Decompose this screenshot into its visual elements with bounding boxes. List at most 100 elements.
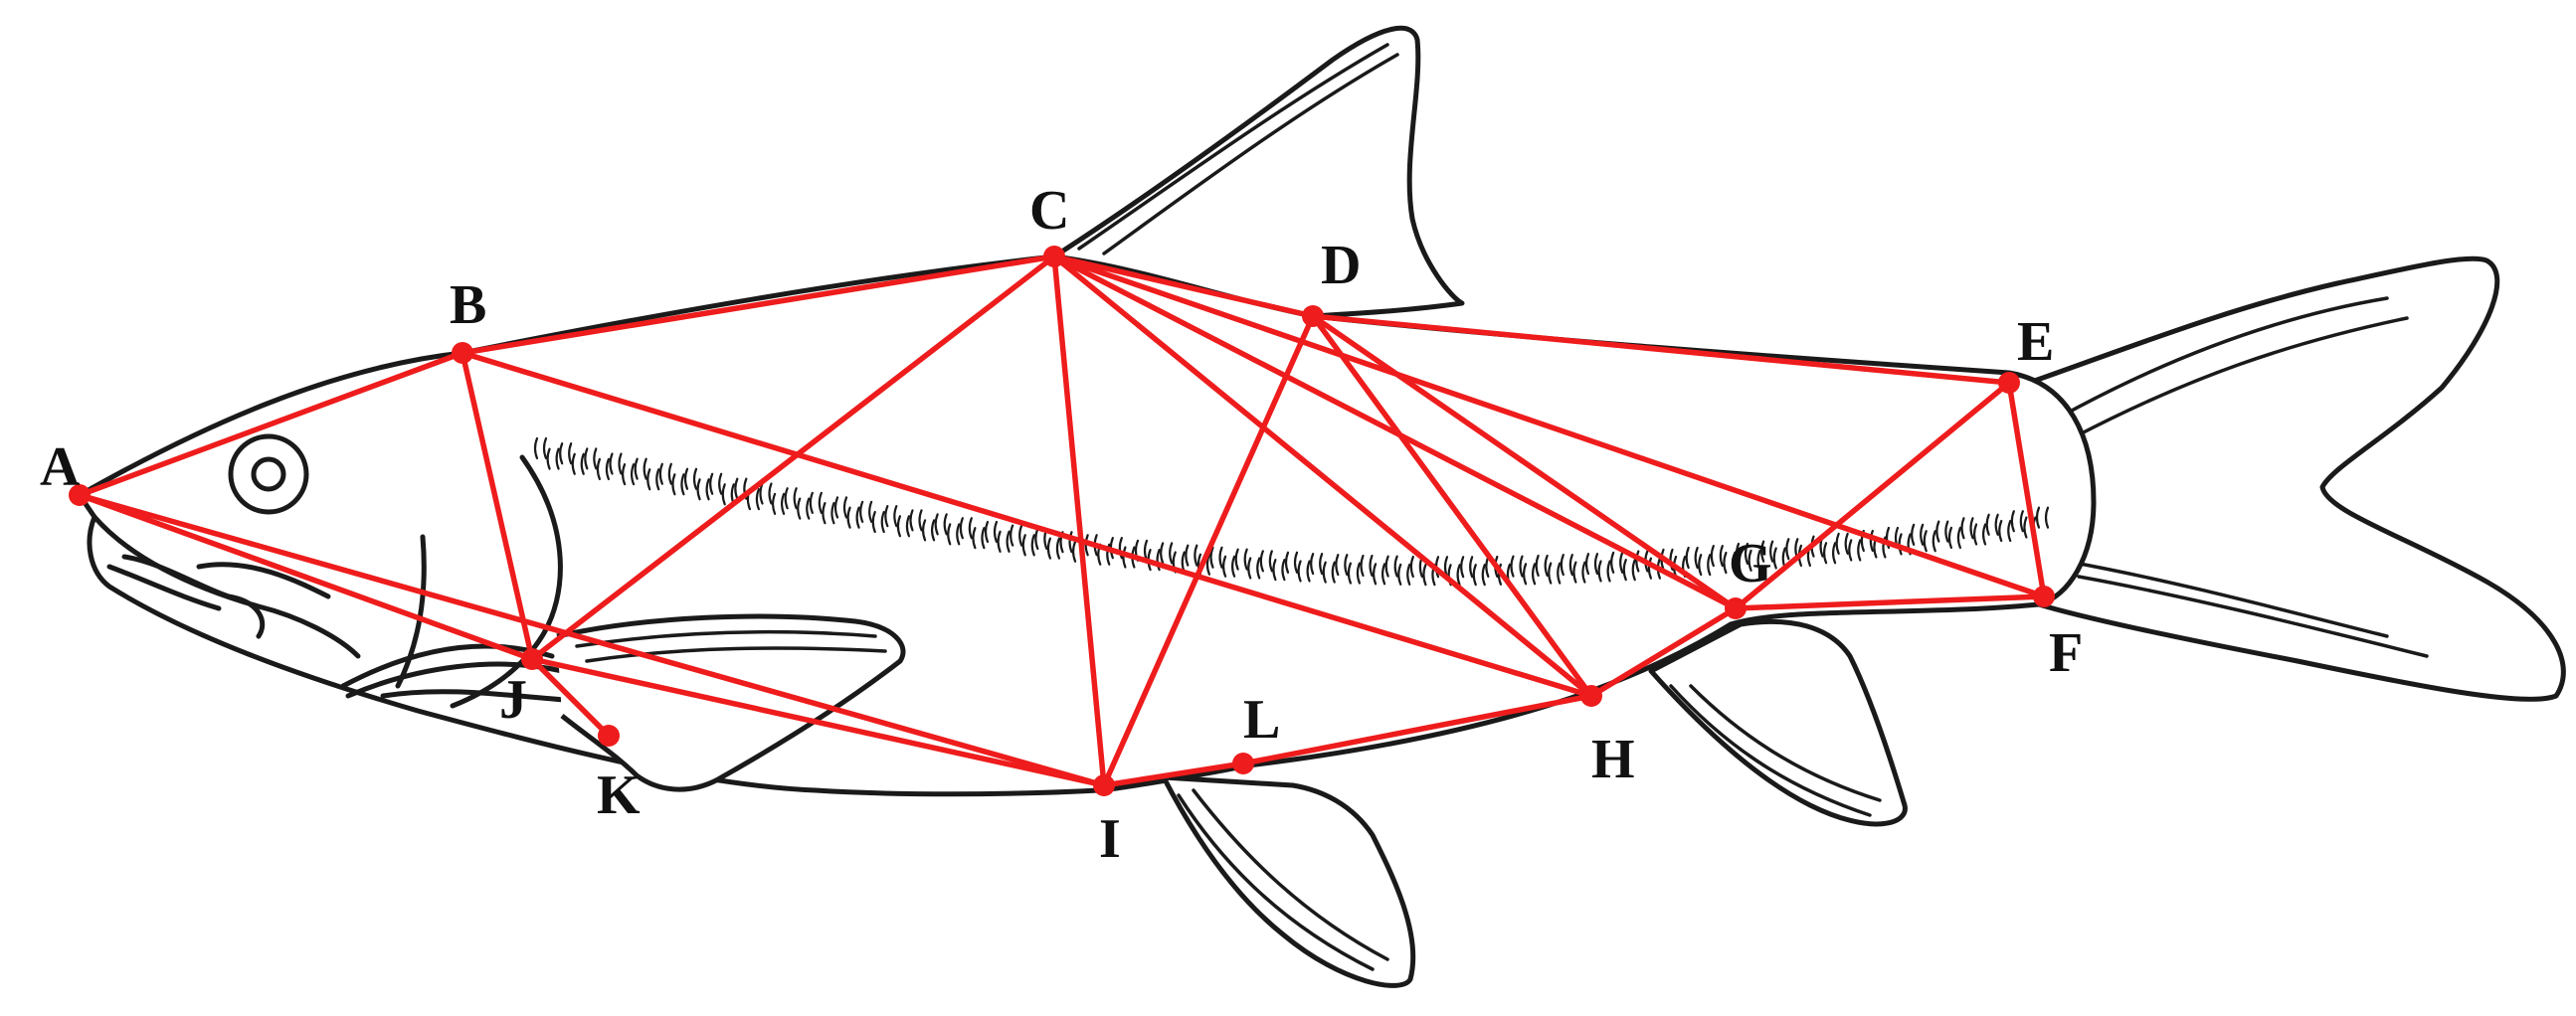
scale-mark [1221,555,1227,578]
scale-mark [1281,559,1286,582]
scale-mark [680,473,685,496]
truss-line-e-g [1733,380,2012,611]
anal-fin [1648,618,1908,827]
scale-mark [718,472,723,495]
scale-mark [956,523,961,546]
scale-mark [868,500,873,523]
scale-mark [2023,516,2028,539]
scale-mark [1010,524,1014,547]
scale-mark [1006,530,1011,553]
scale-mark [1306,560,1311,583]
scale-mark [893,505,898,528]
scale-mark [721,483,726,506]
scale-mark [571,452,576,475]
landmark-label-b: B [450,274,486,336]
scale-mark [909,509,914,532]
landmark-point-e [1998,372,2020,394]
scale-mark [1156,549,1161,572]
scale-mark [1985,513,1990,536]
scale-mark [1122,546,1127,569]
scale-mark [1018,524,1023,547]
scale-mark [1857,539,1862,562]
landmark-label-a: A [40,436,81,498]
truss-line-d-e [1310,313,2012,386]
scale-mark [1572,561,1577,584]
truss-line-f-g [1733,593,2047,611]
scale-mark [959,517,964,540]
scale-mark [1994,513,1999,536]
scale-mark [559,442,564,465]
landmark-point-b [452,342,473,364]
scale-mark [555,447,560,470]
scale-mark [1981,523,1987,546]
landmark-label-i: I [1099,808,1121,870]
landmark-label-c: C [1029,180,1069,242]
scale-mark [859,500,864,523]
scale-mark [1956,526,1962,550]
scale-mark [1932,530,1936,553]
scale-mark [1456,564,1461,587]
scale-mark [2007,519,2012,543]
scale-mark [1268,550,1273,573]
landmark-point-d [1302,305,1324,327]
landmark-points [69,246,2055,796]
scale-mark [1406,563,1411,586]
scale-mark [1606,560,1611,583]
dorsal-fin [1051,25,1465,319]
fish-drawing [77,25,2566,988]
scale-mark [1347,562,1353,585]
scale-mark [1619,551,1624,574]
scale-mark [1723,551,1728,575]
scale-mark [1557,562,1562,585]
scale-mark [1581,561,1586,584]
scale-mark [1259,550,1264,573]
landmark-point-i [1093,774,1115,796]
truss-line-b-c [460,254,1057,356]
scale-mark [671,473,676,496]
scale-mark [1460,556,1465,579]
scale-mark [1822,542,1828,565]
scale-mark [1756,549,1761,572]
scale-mark [972,527,977,550]
landmark-label-d: D [1321,235,1361,296]
landmark-point-c [1043,246,1065,267]
scale-mark [580,452,585,475]
scale-mark [1785,538,1790,561]
scale-mark [1869,529,1874,553]
scale-mark [1519,555,1524,578]
scale-mark [1969,517,1974,540]
scale-mark [1106,543,1111,566]
scale-mark [1310,552,1315,576]
scale-mark [1707,554,1712,577]
scale-mark [1409,555,1414,579]
scale-mark [1380,563,1386,586]
scale-mark [1694,546,1699,570]
scale-mark [1972,523,1978,546]
scale-mark [1744,542,1749,566]
scale-mark [658,462,663,485]
scale-mark [2019,510,2024,533]
scale-mark [1194,544,1198,567]
scale-mark [830,502,835,525]
truss-line-j-k [529,656,612,739]
scale-mark [630,462,636,486]
scale-mark [822,502,827,525]
scale-mark [1584,553,1590,576]
scale-mark [1647,557,1653,580]
landmark-point-a [69,484,91,506]
scale-mark [533,436,539,460]
scale-mark [855,506,860,529]
scale-mark [709,472,714,495]
scale-mark [1719,545,1724,568]
scale-mark [780,492,786,515]
scale-mark [1160,542,1165,565]
scale-mark [1923,530,1928,553]
scale-mark [1848,539,1853,562]
scale-mark [1960,517,1965,540]
truss-line-a-b [77,350,465,498]
scale-mark [1535,554,1540,578]
truss-line-a-i [77,492,1107,788]
truss-line-h-l [1240,693,1594,766]
